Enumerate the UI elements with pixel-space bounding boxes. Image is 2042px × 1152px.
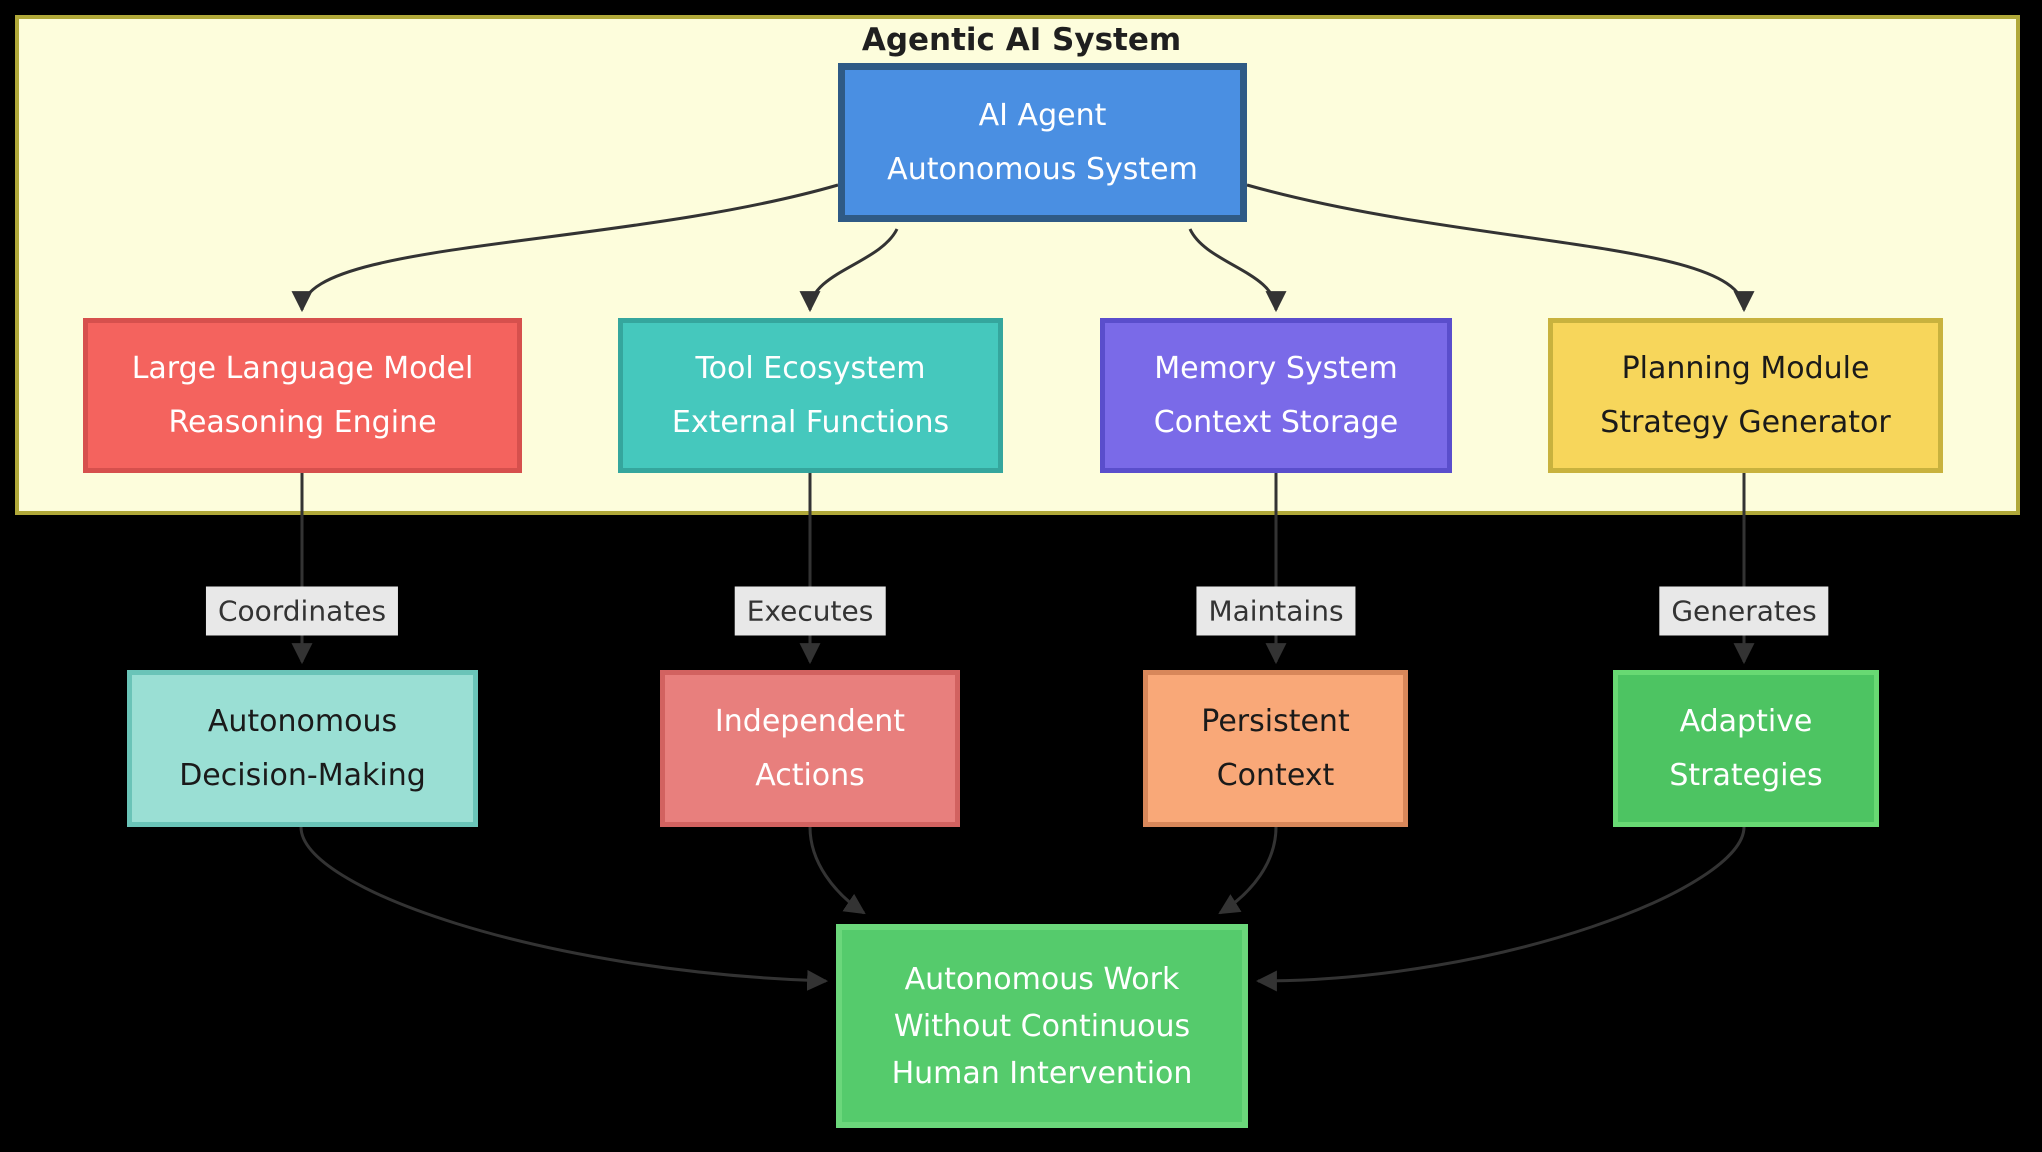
node-persistent-context: Persistent Context <box>1143 670 1408 827</box>
edge-agent-planning <box>1246 183 1755 313</box>
node-context-line2: Context <box>1216 758 1335 793</box>
node-planning-line2: Strategy Generator <box>1600 405 1891 440</box>
node-strategies-line2: Strategies <box>1669 758 1823 793</box>
node-ai-agent-line2: Autonomous System <box>887 152 1198 187</box>
node-adaptive-strategies: Adaptive Strategies <box>1613 670 1879 827</box>
node-tools-line1: Tool Ecosystem <box>695 351 926 386</box>
node-outcome-line3: Human Intervention <box>891 1055 1193 1091</box>
node-planning-line1: Planning Module <box>1621 351 1870 386</box>
edge-agent-llm <box>291 183 839 313</box>
node-memory-system: Memory System Context Storage <box>1100 318 1452 473</box>
node-actions-line1: Independent <box>714 704 906 739</box>
node-memory-line1: Memory System <box>1154 351 1398 386</box>
node-memory-line2: Context Storage <box>1153 405 1399 440</box>
node-outcome-line1: Autonomous Work <box>904 961 1180 997</box>
node-llm-line2: Reasoning Engine <box>168 405 437 440</box>
edge-strategies-outcome <box>1255 826 1746 992</box>
edge-agent-memory <box>1188 228 1287 313</box>
node-strategies-line1: Adaptive <box>1679 704 1813 739</box>
node-actions-line2: Actions <box>755 758 865 793</box>
edge-label-generates: Generates <box>1659 586 1829 636</box>
node-large-language-model: Large Language Model Reasoning Engine <box>83 318 522 473</box>
node-ai-agent: AI Agent Autonomous System <box>838 63 1247 222</box>
node-independent-actions: Independent Actions <box>660 670 960 827</box>
node-tools-line2: External Functions <box>671 405 950 440</box>
edge-label-coordinates: Coordinates <box>205 586 399 636</box>
node-tool-ecosystem: Tool Ecosystem External Functions <box>618 318 1003 473</box>
edge-label-executes: Executes <box>734 586 886 636</box>
edge-decision-outcome <box>299 826 829 991</box>
node-context-line1: Persistent <box>1201 704 1350 739</box>
node-outcome-line2: Without Continuous <box>893 1008 1191 1044</box>
subgraph-title: Agentic AI System <box>861 22 1182 58</box>
node-autonomous-work-outcome: Autonomous Work Without Continuous Human… <box>836 924 1248 1128</box>
edge-label-maintains: Maintains <box>1196 586 1356 636</box>
edge-context-outcome <box>1218 826 1278 915</box>
node-decision-line2: Decision-Making <box>179 758 426 793</box>
node-planning-module: Planning Module Strategy Generator <box>1548 318 1943 473</box>
node-llm-line1: Large Language Model <box>131 351 474 386</box>
node-decision-line1: Autonomous <box>207 704 398 739</box>
edge-actions-outcome <box>808 826 866 915</box>
edge-agent-tools <box>799 228 899 313</box>
node-autonomous-decision-making: Autonomous Decision-Making <box>127 670 478 827</box>
node-ai-agent-line1: AI Agent <box>978 98 1107 133</box>
